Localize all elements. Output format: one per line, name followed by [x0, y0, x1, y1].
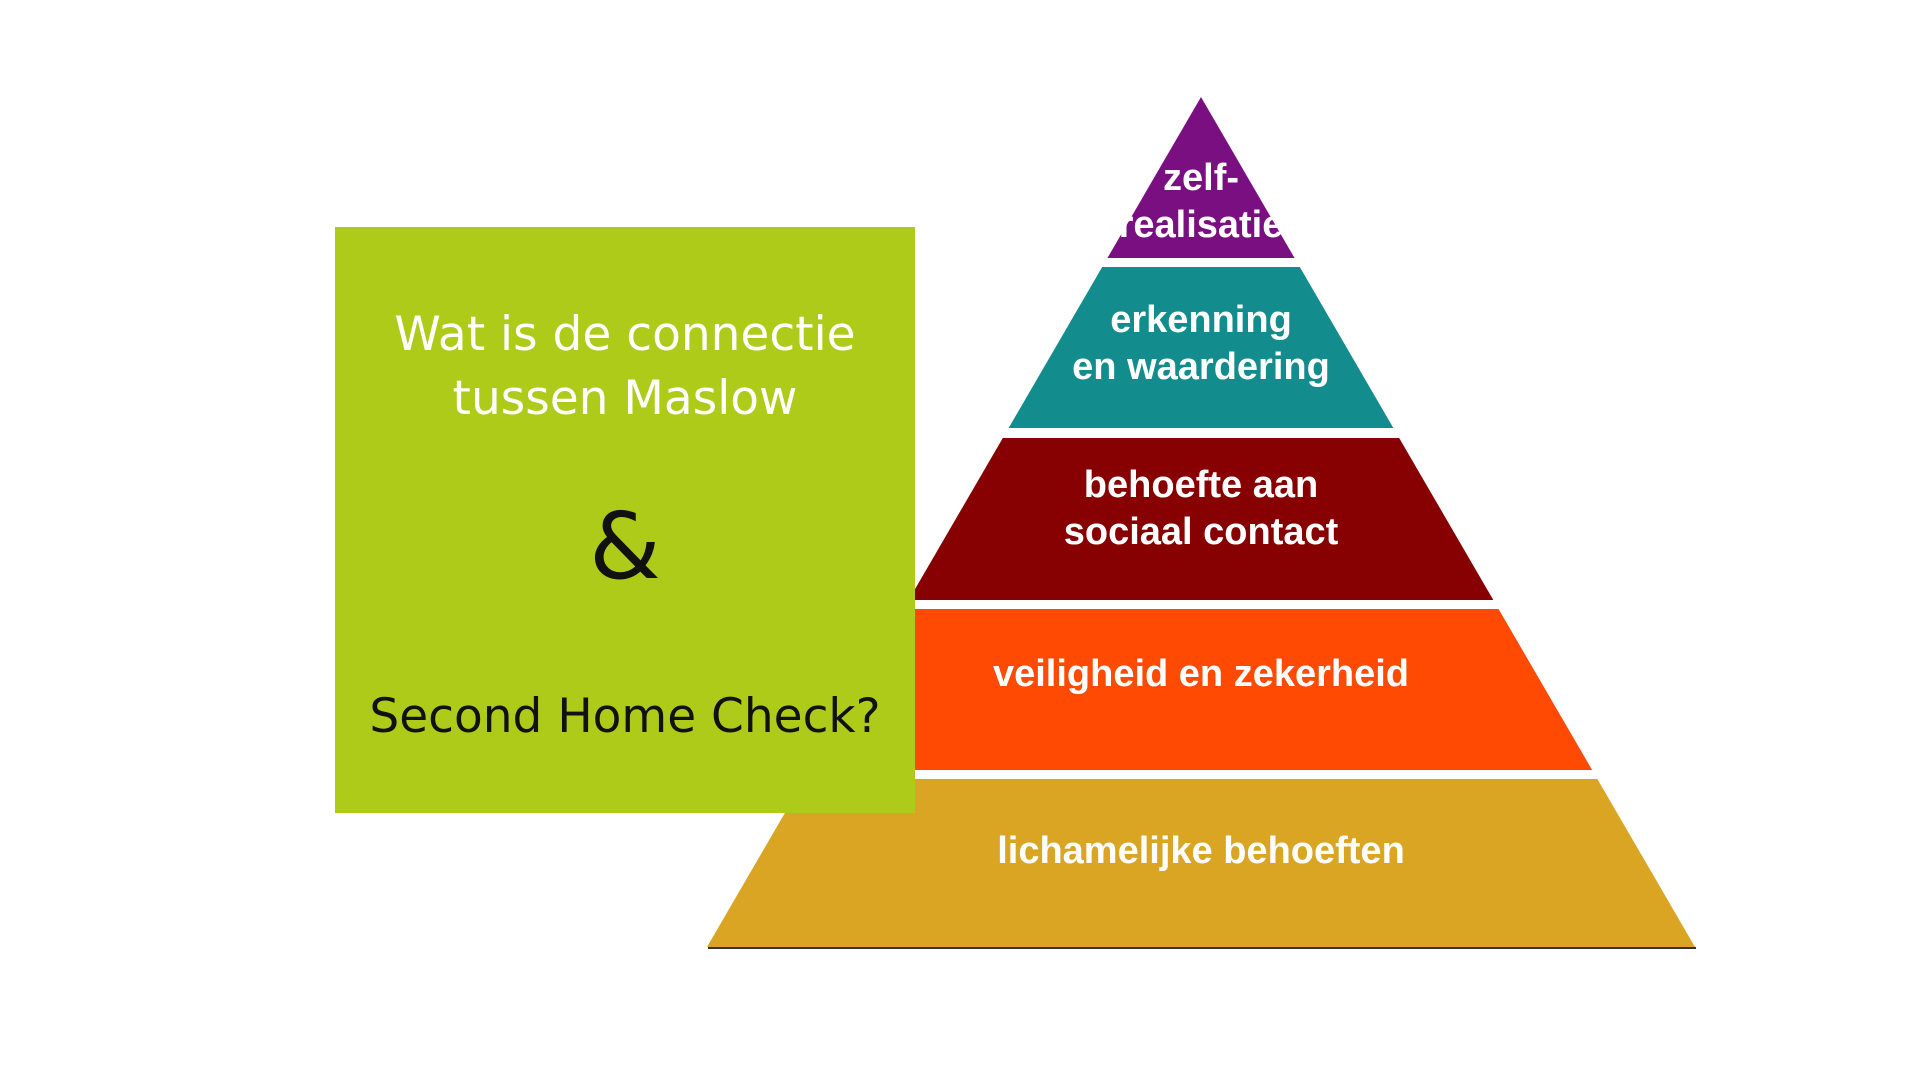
pyramid-tier-1-label-1: zelf- [1163, 157, 1239, 199]
pyramid-tier-2-label-2: en waardering [1072, 346, 1330, 388]
pyramid-tier-3-label-2: sociaal contact [1064, 511, 1339, 553]
pyramid-tier-5-label-1: lichamelijke behoeften [997, 830, 1405, 872]
question-box: Wat is de connectie tussen Maslow & Seco… [335, 227, 915, 813]
pyramid-tier-4-label-1: veiligheid en zekerheid [993, 653, 1409, 695]
pyramid-tier-2-label-1: erkenning [1110, 299, 1292, 341]
question-text: Wat is de connectie tussen Maslow [335, 303, 915, 431]
pyramid-tier-3 [908, 438, 1494, 600]
question-line-2: tussen Maslow [452, 371, 798, 426]
ampersand: & [589, 493, 661, 600]
pyramid-tier-5 [707, 779, 1695, 947]
pyramid-tier-2 [1008, 267, 1394, 428]
pyramid-tier-1-label-2: realisatie [1119, 204, 1284, 246]
pyramid-tier-4 [809, 609, 1593, 770]
pyramid-tier-3-label-1: behoefte aan [1084, 464, 1318, 506]
question-line-1: Wat is de connectie [394, 307, 856, 362]
pyramid-tier-1 [1107, 97, 1295, 258]
second-home-check-text: Second Home Check? [369, 689, 881, 744]
